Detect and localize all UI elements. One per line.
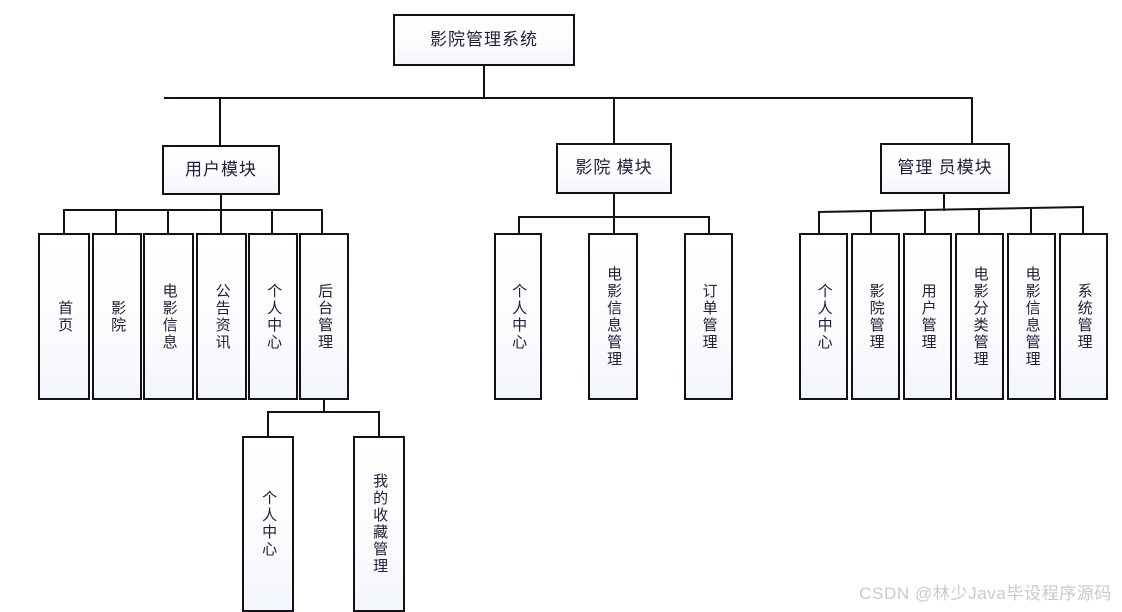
connector-backend-drop-1: [267, 411, 269, 437]
node-user-child-movie-info-label: 电影信息: [160, 282, 177, 351]
connector-admin-drop-1: [818, 211, 820, 234]
node-admin-child-user-mgmt[interactable]: 用户管理: [903, 233, 952, 400]
node-user-child-home[interactable]: 首页: [38, 233, 90, 400]
node-backend-child-favorites[interactable]: 我的收藏管理: [353, 436, 405, 612]
connector-admin-drop-2: [870, 210, 872, 234]
connector-user-drop-1: [63, 209, 65, 234]
node-cinema-child-movie-info-mgmt-label: 电影信息管理: [605, 265, 622, 368]
node-cinema-child-order-mgmt-label: 订单管理: [700, 282, 717, 351]
connector-admin-bus: [817, 206, 1085, 213]
connector-cinema-drop-3: [708, 216, 710, 234]
node-user-child-backend-label: 后台管理: [316, 282, 333, 351]
node-root-label: 影院管理系统: [430, 29, 538, 49]
connector-root-to-cinema: [613, 97, 615, 145]
connector-user-drop-5: [271, 209, 273, 234]
connector-backend-stem: [323, 400, 325, 413]
node-backend-child-profile[interactable]: 个人中心: [242, 436, 294, 612]
connector-user-drop-6: [321, 209, 323, 234]
connector-root-bus: [164, 97, 973, 99]
node-cinema-child-movie-info-mgmt[interactable]: 电影信息管理: [588, 233, 638, 400]
node-admin-child-system-mgmt-label: 系统管理: [1075, 282, 1092, 351]
node-admin-child-profile-label: 个人中心: [815, 282, 832, 351]
connector-cinema-drop-1: [518, 216, 520, 234]
node-admin-child-system-mgmt[interactable]: 系统管理: [1059, 233, 1108, 400]
connector-user-drop-2: [115, 209, 117, 234]
node-user-child-cinema[interactable]: 影院: [92, 233, 142, 400]
node-user-child-home-label: 首页: [56, 299, 73, 334]
connector-cinema-drop-2: [613, 216, 615, 234]
connector-admin-drop-6: [1082, 206, 1084, 234]
node-cinema-child-profile-label: 个人中心: [510, 282, 527, 351]
node-cinema-child-profile[interactable]: 个人中心: [494, 233, 542, 400]
node-admin-child-profile[interactable]: 个人中心: [799, 233, 848, 400]
node-backend-child-favorites-label: 我的收藏管理: [371, 473, 388, 575]
node-module-cinema-label: 影院 模块: [575, 158, 653, 178]
connector-backend-drop-2: [378, 411, 380, 437]
connector-admin-drop-3: [924, 209, 926, 234]
csdn-watermark: CSDN @林少Java毕设程序源码: [859, 584, 1112, 603]
node-module-user[interactable]: 用户模块: [162, 145, 280, 195]
node-admin-child-movie-category-mgmt-label: 电影分类管理: [971, 265, 988, 368]
connector-root-to-admin: [971, 97, 973, 145]
connector-admin-stem: [943, 194, 945, 211]
node-admin-child-movie-info-mgmt[interactable]: 电影信息管理: [1007, 233, 1056, 400]
node-module-admin-label: 管理 员模块: [897, 158, 993, 178]
connector-cinema-stem: [613, 194, 615, 218]
node-user-child-announcement-label: 公告资讯: [213, 282, 230, 351]
node-user-child-backend[interactable]: 后台管理: [299, 233, 349, 400]
connector-admin-drop-4: [978, 208, 980, 234]
node-admin-child-cinema-mgmt-label: 影院管理: [867, 282, 884, 351]
node-module-user-label: 用户模块: [185, 159, 257, 179]
connector-user-drop-3: [167, 209, 169, 234]
connector-root-to-user: [219, 97, 221, 145]
node-admin-child-cinema-mgmt[interactable]: 影院管理: [851, 233, 900, 400]
node-cinema-child-order-mgmt[interactable]: 订单管理: [684, 233, 733, 400]
connector-user-stem: [220, 195, 222, 211]
node-admin-child-movie-category-mgmt[interactable]: 电影分类管理: [955, 233, 1004, 400]
node-backend-child-profile-label: 个人中心: [260, 490, 277, 558]
connector-user-bus: [63, 209, 321, 211]
node-admin-child-movie-info-mgmt-label: 电影信息管理: [1023, 265, 1040, 368]
node-root[interactable]: 影院管理系统: [393, 14, 575, 66]
node-module-admin[interactable]: 管理 员模块: [880, 143, 1010, 194]
connector-backend-bus: [267, 411, 380, 413]
node-admin-child-user-mgmt-label: 用户管理: [919, 282, 936, 351]
connector-root-stem: [483, 66, 485, 99]
node-user-child-movie-info[interactable]: 电影信息: [143, 233, 194, 400]
node-user-child-cinema-label: 影院: [109, 299, 126, 334]
node-user-child-profile[interactable]: 个人中心: [248, 233, 298, 400]
node-user-child-profile-label: 个人中心: [265, 282, 282, 351]
node-user-child-announcement[interactable]: 公告资讯: [196, 233, 247, 400]
connector-user-drop-4: [220, 209, 222, 234]
node-module-cinema[interactable]: 影院 模块: [556, 143, 672, 194]
connector-admin-drop-5: [1030, 207, 1032, 234]
